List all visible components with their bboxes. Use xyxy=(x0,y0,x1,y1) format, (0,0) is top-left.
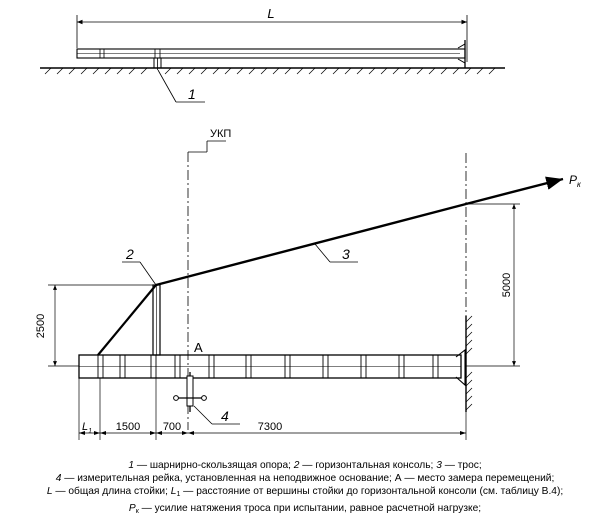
dim-1500: 1500 xyxy=(116,421,140,433)
dim-L1: L1 xyxy=(82,421,92,435)
callout-1: 1 xyxy=(188,86,196,102)
strut xyxy=(97,284,157,356)
dim-700: 700 xyxy=(163,421,181,433)
legend-line-2: 4 — измерительная рейка, установленная н… xyxy=(55,473,555,485)
callout-4: 4 xyxy=(221,408,229,424)
technical-drawing: L 1 xyxy=(35,6,582,440)
callout-2: 2 xyxy=(125,246,134,262)
dim-7300: 7300 xyxy=(258,421,282,433)
label-force-P: Pк xyxy=(569,173,582,189)
dim-5000: 5000 xyxy=(501,273,513,297)
label-ukp: УКП xyxy=(210,128,231,140)
dim-2500: 2500 xyxy=(35,314,47,338)
cable xyxy=(155,202,467,287)
legend-line-3: L — общая длина стойки; L1 — расстояние … xyxy=(46,486,564,499)
callout-3: 3 xyxy=(342,246,350,262)
label-point-A: А xyxy=(194,340,203,355)
label-L: L xyxy=(267,6,274,21)
legend-line-4: Pк — усилие натяжения троса при испытани… xyxy=(128,502,482,515)
top-view xyxy=(40,15,505,103)
legend-line-1: 1 — шарнирно-скользящая опора; 2 — гориз… xyxy=(128,460,482,471)
force-arrow xyxy=(465,176,564,206)
main-view xyxy=(48,140,564,440)
legend: 1 — шарнирно-скользящая опора; 2 — гориз… xyxy=(0,459,610,518)
